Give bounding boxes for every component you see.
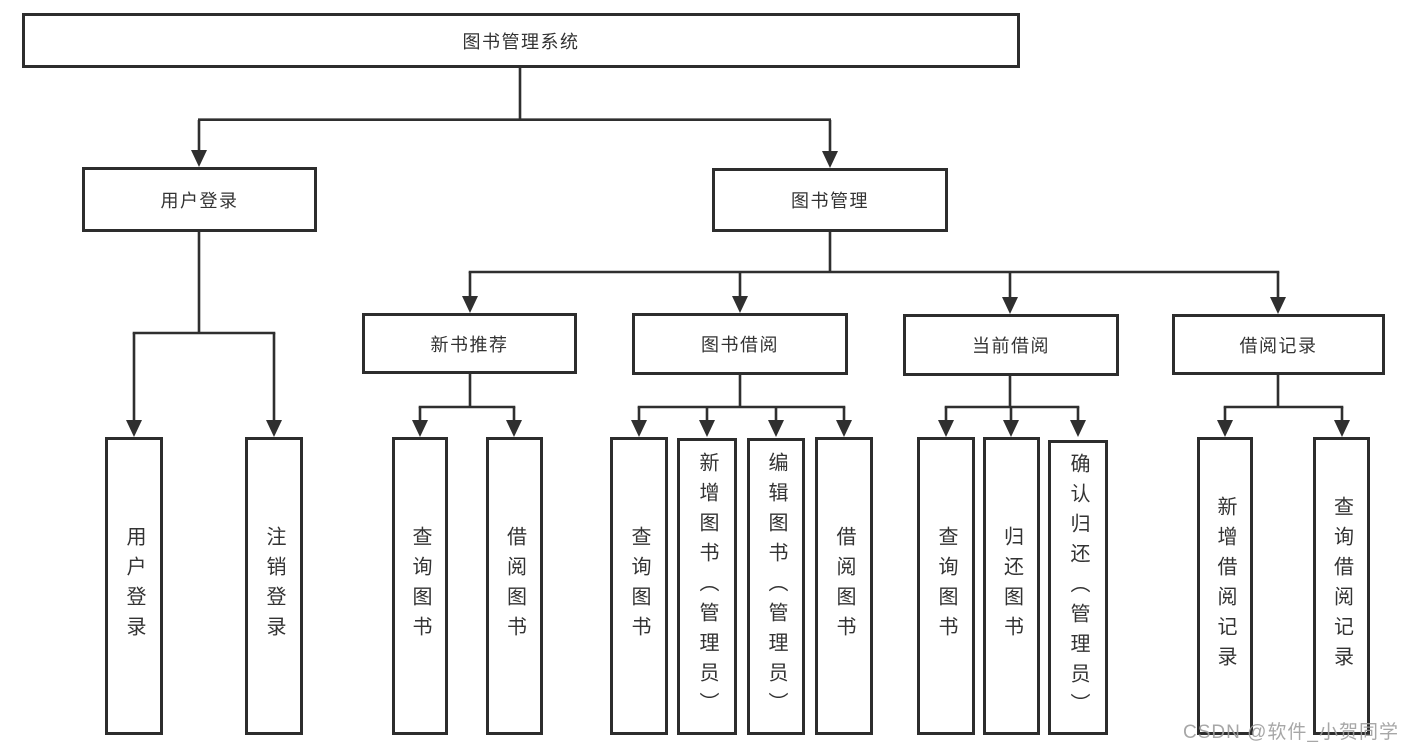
leaf-edit-books-admin: 编辑图书（管理员） [747, 438, 805, 735]
node-user-login-label: 用户登录 [160, 190, 239, 211]
node-borrowing-records: 借阅记录 [1172, 314, 1385, 375]
arrow-stems [132, 120, 1344, 423]
leaf-user-login: 用户登录 [105, 437, 163, 735]
leaf-edit-books-admin-label: 编辑图书（管理员） [765, 451, 787, 722]
node-book-management-label: 图书管理 [791, 191, 869, 211]
leaf-current-query-books: 查询图书 [917, 437, 975, 735]
leaf-borrowing-borrow-books-label: 借阅图书 [833, 526, 855, 646]
node-new-book-recommend: 新书推荐 [362, 313, 577, 374]
leaf-add-books-admin: 新增图书（管理员） [677, 438, 737, 735]
leaf-recommend-query-books: 查询图书 [392, 437, 448, 735]
leaf-recommend-borrow-books: 借阅图书 [486, 437, 543, 735]
leaf-current-query-books-label: 查询图书 [935, 526, 957, 646]
node-new-book-recommend-label: 新书推荐 [430, 334, 509, 355]
leaf-logout-label: 注销登录 [263, 526, 285, 646]
leaf-add-borrow-record-label: 新增借阅记录 [1214, 496, 1236, 676]
leaf-borrowing-query-books: 查询图书 [610, 437, 668, 735]
leaf-borrowing-borrow-books: 借阅图书 [815, 437, 873, 735]
node-book-borrowing-label: 图书借阅 [701, 335, 779, 355]
leaf-add-borrow-record: 新增借阅记录 [1197, 437, 1253, 735]
leaf-recommend-query-books-label: 查询图书 [409, 526, 431, 646]
csdn-watermark: CSDN @软件_小贺同学 [1183, 722, 1399, 743]
leaf-query-borrow-record-label: 查询借阅记录 [1330, 496, 1353, 676]
leaf-return-books-label: 归还图书 [1000, 526, 1023, 646]
node-current-borrowing-label: 当前借阅 [972, 336, 1050, 356]
node-root-label: 图书管理系统 [462, 31, 580, 52]
node-borrowing-records-label: 借阅记录 [1239, 335, 1318, 356]
leaf-borrowing-query-books-label: 查询图书 [628, 526, 650, 646]
leaf-confirm-return-admin: 确认归还（管理员） [1048, 440, 1108, 735]
node-book-borrowing: 图书借阅 [632, 313, 848, 375]
leaf-user-login-label: 用户登录 [123, 526, 145, 646]
leaf-add-books-admin-label: 新增图书（管理员） [696, 451, 718, 722]
node-user-login: 用户登录 [82, 167, 317, 232]
node-current-borrowing: 当前借阅 [903, 314, 1119, 376]
leaf-return-books: 归还图书 [983, 437, 1040, 735]
node-book-management: 图书管理 [712, 168, 948, 232]
leaf-confirm-return-admin-label: 确认归还（管理员） [1067, 452, 1089, 723]
leaf-recommend-borrow-books-label: 借阅图书 [503, 526, 526, 646]
leaf-query-borrow-record: 查询借阅记录 [1313, 437, 1370, 735]
node-root: 图书管理系统 [22, 13, 1020, 68]
leaf-logout: 注销登录 [245, 437, 303, 735]
